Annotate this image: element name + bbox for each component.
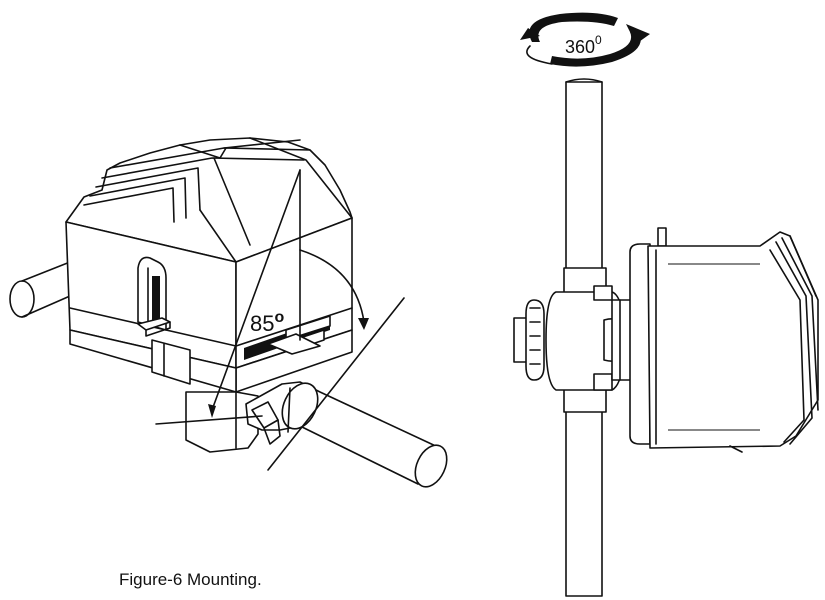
left-mount-view: 85o: [9, 137, 448, 488]
horizontal-pipe-right: [245, 381, 448, 488]
arrowhead-arc: [358, 318, 369, 330]
rotation-arrow-icon: [520, 12, 650, 67]
tilt-angle-label: 85o: [250, 309, 284, 336]
rotation-label: 3600: [565, 33, 602, 57]
pole-clamp: [513, 267, 633, 413]
horizontal-pipe-left: [9, 261, 71, 318]
figure-caption: Figure-6 Mounting.: [119, 570, 262, 589]
tilt-angle-lines: [155, 169, 405, 471]
tilt-indicator: [244, 315, 331, 360]
housing: [65, 137, 353, 453]
right-mount-view: 3600: [513, 12, 819, 597]
unit-side-profile: [629, 227, 819, 453]
arrowhead-down: [208, 404, 216, 418]
slot-shadow: [152, 276, 160, 324]
